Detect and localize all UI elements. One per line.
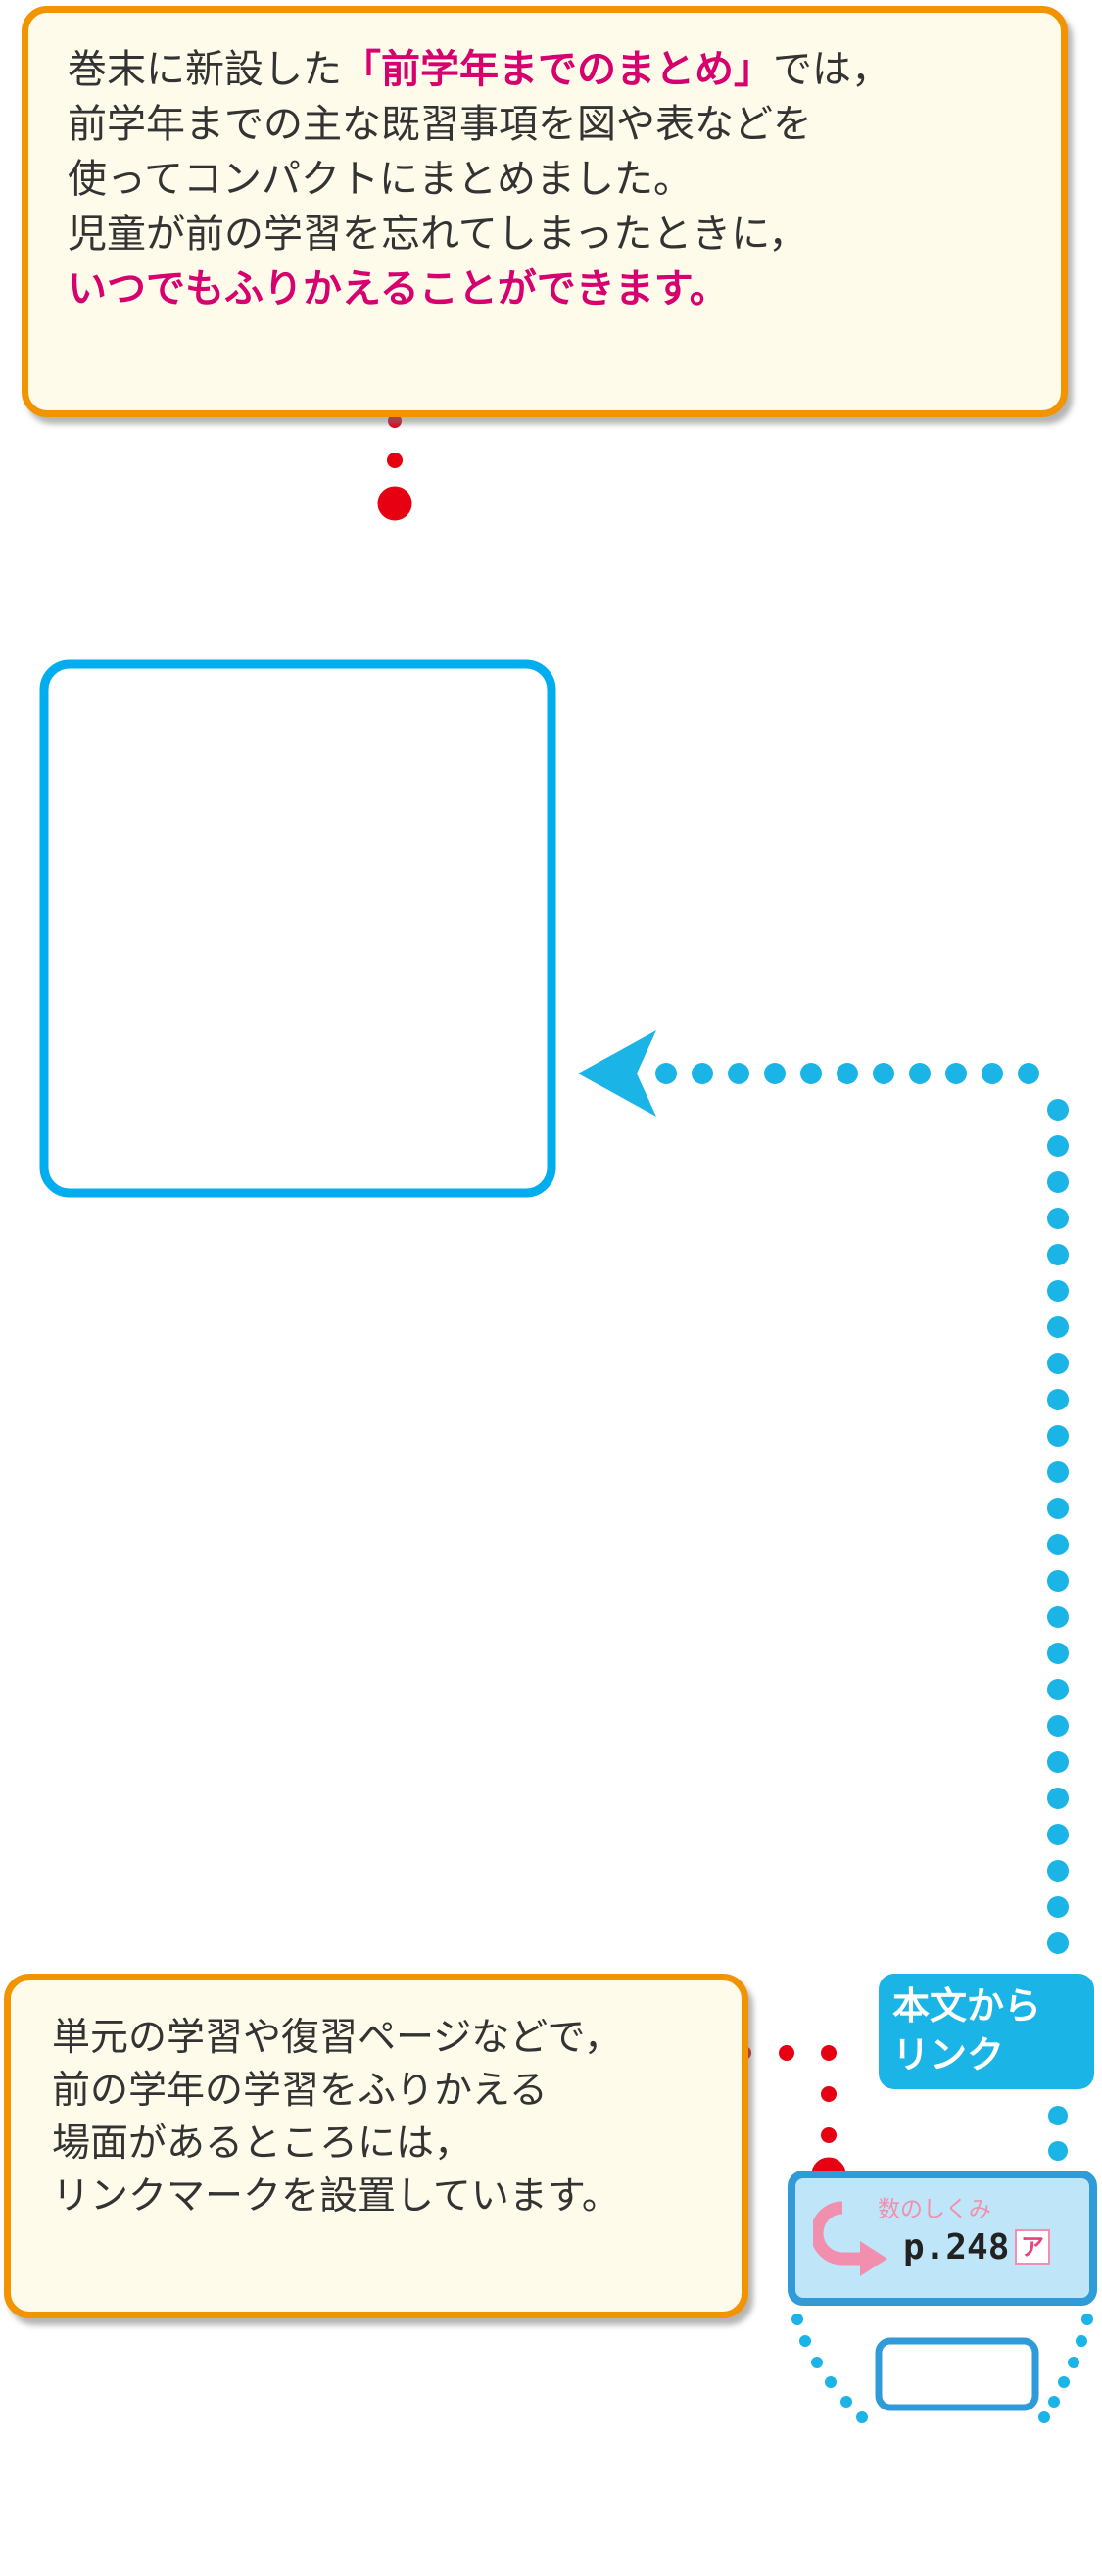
link-tag: 本文から リンク <box>879 1974 1094 2089</box>
arrow-head-icon <box>578 1030 656 1117</box>
top-callout-line-1: 巻末に新設した「前学年までのまとめ」では， <box>68 42 1035 97</box>
top-callout: 巻末に新設した「前学年までのまとめ」では， 前学年までの主な既習事項を図や表など… <box>22 6 1068 417</box>
link-tag-line-1: 本文から <box>892 1984 1042 2027</box>
top-callout-line-1-tail: では， <box>773 47 890 92</box>
top-callout-connector <box>374 414 415 524</box>
return-arrow-icon <box>813 2201 887 2276</box>
summary-page-frame <box>39 659 556 1198</box>
top-callout-line-4: 児童が前の学習を忘れてしまったときに， <box>68 212 808 257</box>
top-callout-line-2: 前学年までの主な既習事項を図や表などを <box>68 102 812 147</box>
top-callout-line-3: 使ってコンパクトにまとめました。 <box>68 157 693 202</box>
zoom-lines <box>791 2314 1093 2423</box>
link-mark-letter: ア <box>1015 2229 1050 2265</box>
link-tag-line-2: リンク <box>892 2033 1005 2076</box>
top-callout-line-5: いつでもふりかえることができます。 <box>68 266 729 311</box>
top-callout-line-1-text: 巻末に新設した <box>68 47 342 92</box>
link-mark-badge: 数のしくみ p.248 ア <box>788 2171 1097 2306</box>
bottom-callout: 単元の学習や復習ページなどで， 前の学年の学習をふりかえる 場面があるところには… <box>4 1974 748 2318</box>
link-path-dots <box>655 1063 1069 2161</box>
bottom-callout-line-3: 場面があるところには， <box>52 2122 473 2166</box>
bottom-callout-line-1: 単元の学習や復習ページなどで， <box>52 2016 622 2060</box>
link-mark-caption: 数のしくみ <box>878 2197 991 2222</box>
bottom-callout-line-4: リンクマークを設置しています。 <box>52 2174 620 2218</box>
link-mark-page: p.248 <box>903 2227 1010 2267</box>
summary-title-highlight: 「前学年までのまとめ」 <box>342 47 773 92</box>
bottom-callout-line-2: 前の学年の学習をふりかえる <box>52 2069 548 2113</box>
small-link-mark <box>875 2337 1039 2411</box>
